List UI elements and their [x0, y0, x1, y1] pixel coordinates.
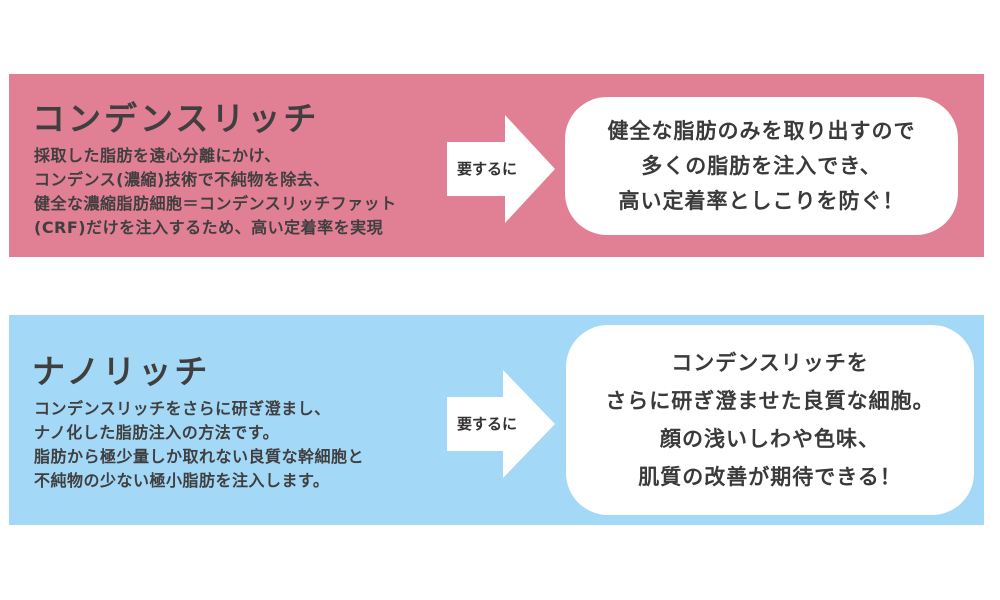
nano-rich-title: ナノリッチ	[32, 352, 211, 391]
arrow-label: 要するに	[457, 415, 518, 433]
nano-rich-panel: ナノリッチ コンデンスリッチをさらに研ぎ澄まし、 ナノ化した脂肪注入の方法です。…	[9, 315, 984, 525]
summary-line: 健全な脂肪のみを取り出すので	[607, 118, 916, 143]
description-line: コンデンスリッチをさらに研ぎ澄まし、	[34, 399, 331, 418]
description-line: ナノ化した脂肪注入の方法です。	[34, 423, 280, 442]
nano-rich-summary-bubble: コンデンスリッチを さらに研ぎ澄ませた良質な細胞。 顔の浅いしわや色味、 肌質の…	[566, 325, 974, 515]
nano-rich-description: コンデンスリッチをさらに研ぎ澄まし、 ナノ化した脂肪注入の方法です。 脂肪から極…	[34, 397, 364, 493]
right-arrow-icon	[447, 115, 557, 223]
arrow-label: 要するに	[457, 160, 518, 178]
right-arrow-icon	[447, 370, 557, 478]
summary-line: 多くの脂肪を注入でき、	[641, 153, 882, 178]
description-line: コンデンス(濃縮)技術で不純物を除去、	[34, 170, 330, 189]
summary-line: 顔の浅いしわや色味、	[660, 427, 880, 451]
description-line: 健全な濃縮脂肪細胞＝コンデンスリッチファット	[34, 194, 397, 213]
description-line: 採取した脂肪を遠心分離にかけ、	[34, 146, 281, 165]
description-line: (CRF)だけを注入するため、高い定着率を実現	[34, 218, 384, 237]
condense-rich-title: コンデンスリッチ	[32, 99, 320, 138]
description-line: 脂肪から極少量しか取れない良質な幹細胞と	[34, 447, 365, 466]
summary-line: 高い定着率としこりを防ぐ！	[618, 188, 905, 213]
condense-rich-panel: コンデンスリッチ 採取した脂肪を遠心分離にかけ、 コンデンス(濃縮)技術で不純物…	[9, 74, 984, 257]
description-line: 不純物の少ない極小脂肪を注入します。	[34, 471, 330, 490]
condense-rich-description: 採取した脂肪を遠心分離にかけ、 コンデンス(濃縮)技術で不純物を除去、 健全な濃…	[34, 144, 397, 240]
summary-line: さらに研ぎ澄ませた良質な細胞。	[605, 389, 935, 413]
summary-line: 肌質の改善が期待できる！	[638, 465, 902, 489]
summary-line: コンデンスリッチを	[671, 351, 869, 375]
condense-rich-summary-bubble: 健全な脂肪のみを取り出すので 多くの脂肪を注入でき、 高い定着率としこりを防ぐ！	[565, 97, 958, 235]
